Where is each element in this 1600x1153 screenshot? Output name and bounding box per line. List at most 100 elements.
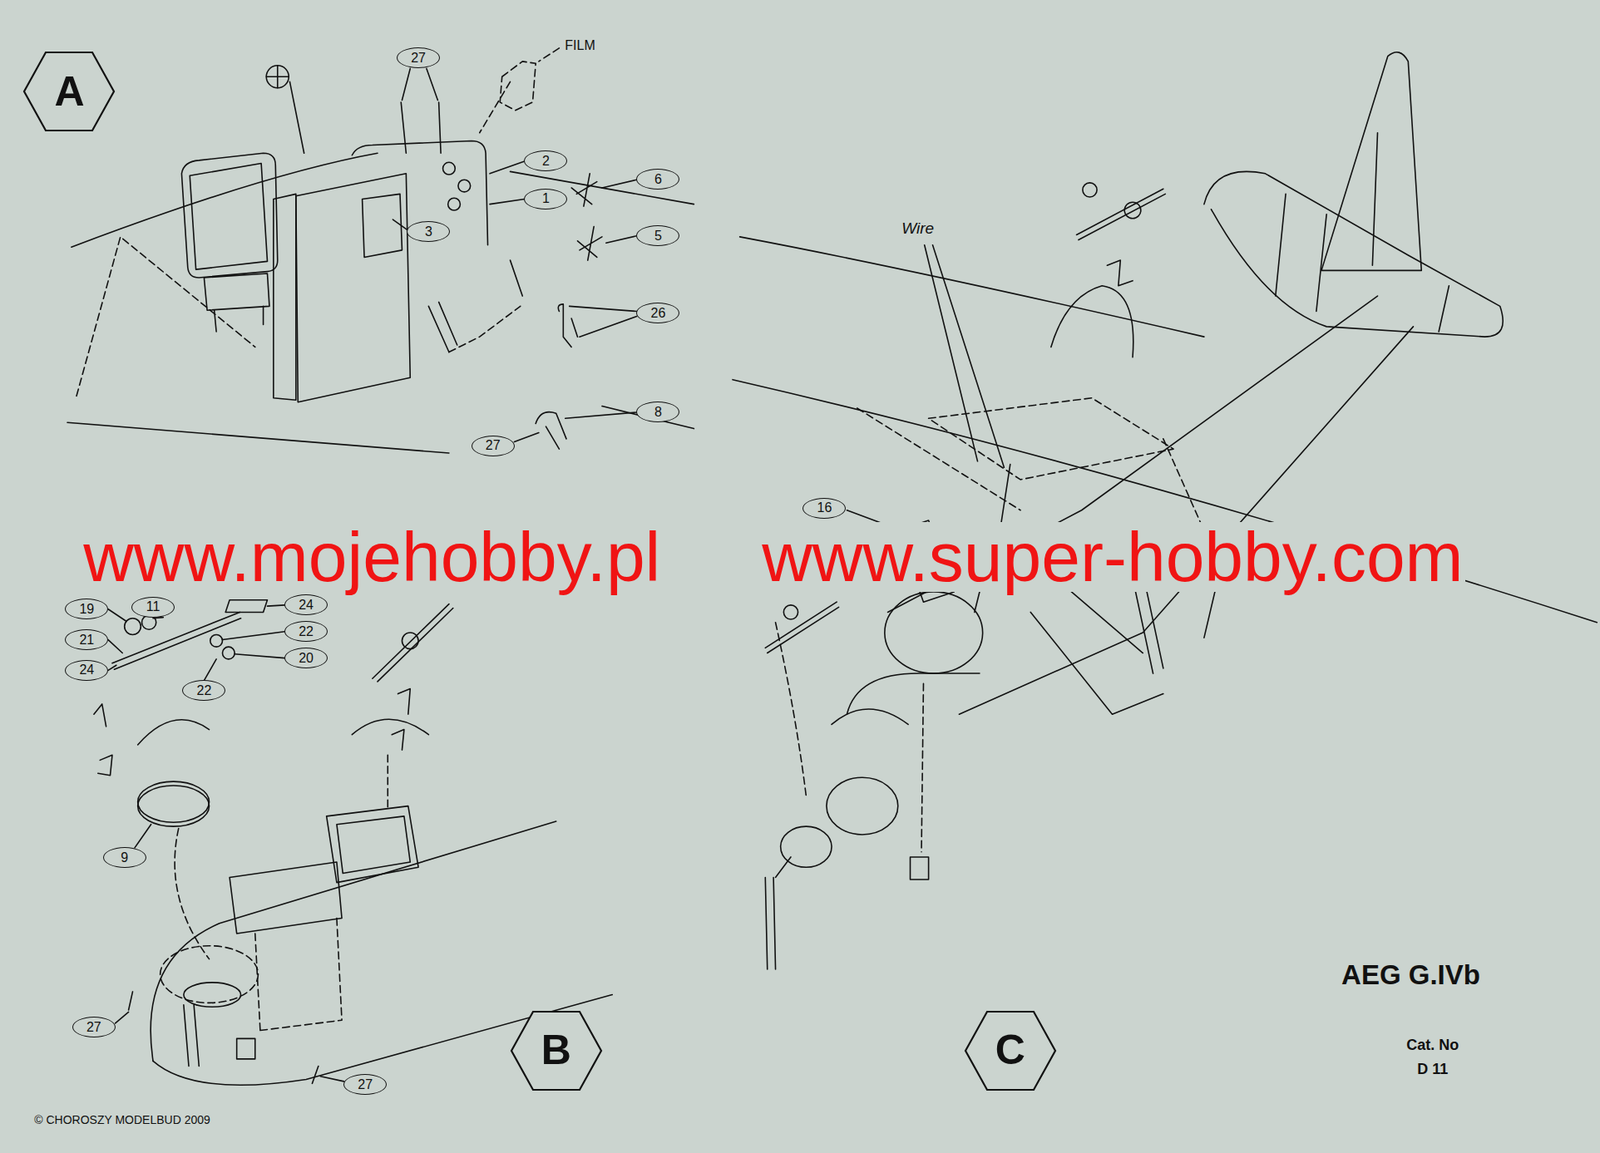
- label-text: AEG G.IVb: [1339, 961, 1482, 989]
- callout-number: 11: [131, 597, 175, 618]
- gun-ring: [138, 785, 210, 827]
- leader-line: [234, 654, 285, 659]
- callout-number: 9: [103, 847, 147, 869]
- placement-arrow: [386, 755, 389, 811]
- ring-arc: [138, 720, 210, 746]
- placement-arrow: [921, 683, 924, 852]
- callout-text: 22: [197, 683, 213, 699]
- cockpit-assembly: [67, 48, 694, 454]
- mount-bracket: [1106, 260, 1133, 287]
- label-text: Wire: [899, 220, 936, 237]
- sight-plate: [225, 600, 267, 613]
- mirror-post: [765, 857, 791, 970]
- ammo-drum: [124, 618, 142, 636]
- callout-number: 20: [284, 647, 328, 669]
- callout-text: 27: [357, 1077, 373, 1093]
- stabilizer: [1204, 171, 1503, 337]
- step-hexagon: C: [963, 1010, 1057, 1092]
- callout-number: 6: [636, 168, 680, 190]
- callout-text: 27: [485, 438, 501, 454]
- pilot-cockpit: [229, 862, 342, 934]
- leader-line: [115, 1012, 129, 1023]
- ring-arc: [351, 719, 429, 735]
- cockpit-wall: [273, 193, 297, 400]
- machine-gun: [765, 602, 839, 653]
- hexagon-outline: [511, 1012, 602, 1091]
- machine-gun: [112, 612, 242, 670]
- callout-number: 27: [471, 435, 515, 457]
- instrument-dial: [443, 162, 456, 175]
- leader-line: [203, 659, 217, 682]
- callout-text: 2: [542, 153, 550, 169]
- callout-number: 16: [802, 498, 846, 519]
- ammo-drum: [1082, 182, 1097, 198]
- callout-text: 3: [424, 224, 433, 240]
- callout-number: 2: [523, 150, 568, 172]
- windscreen-frame: [189, 163, 267, 271]
- leader-line: [134, 824, 152, 849]
- leader-line: [320, 1076, 344, 1082]
- leader-line: [538, 48, 560, 62]
- gun-sight: [210, 634, 223, 647]
- callout-number: 24: [64, 660, 109, 682]
- callout-text: 6: [654, 172, 662, 188]
- leader-line: [569, 306, 638, 337]
- nose-outline: [846, 673, 980, 715]
- callout-number: 27: [396, 47, 440, 69]
- label-text: D 11: [1415, 1061, 1450, 1077]
- gun-post: [183, 1005, 199, 1067]
- cockpit-box: [296, 173, 410, 403]
- ring-arc: [831, 709, 909, 725]
- callout-number: 26: [636, 302, 680, 324]
- placement-arrow: [479, 81, 511, 133]
- stabilizer-ribs: [1275, 193, 1450, 332]
- lever-part: [577, 227, 603, 261]
- callout-text: 27: [410, 50, 426, 66]
- hexagon-outline: [965, 1012, 1056, 1091]
- leader-line: [565, 412, 638, 419]
- hexagon-outline: [24, 52, 114, 131]
- seat-legs: [214, 306, 264, 332]
- callout-number: 5: [636, 225, 680, 247]
- callout-text: 21: [79, 632, 94, 648]
- callout-text: 8: [654, 404, 662, 420]
- leader-line: [266, 605, 285, 607]
- callout-number: 24: [284, 594, 328, 616]
- airframe-assembly: [732, 52, 1597, 970]
- leader-line: [602, 179, 638, 188]
- lever-part: [571, 173, 598, 207]
- wing-edge: [740, 237, 1205, 337]
- strut: [1030, 592, 1164, 715]
- gunner-cockpit: [326, 806, 419, 884]
- leader-line: [222, 632, 285, 641]
- label-text: © CHOROSZY MODELBUD 2009: [32, 1114, 213, 1126]
- fuselage-line: [67, 422, 450, 454]
- step-letter: A: [54, 69, 84, 115]
- callout-text: 24: [79, 662, 94, 678]
- callout-number: 21: [64, 629, 109, 651]
- leader-line: [392, 219, 407, 230]
- stick-part: [428, 260, 523, 352]
- hidden-outline: [255, 918, 342, 1032]
- callout-text: 22: [298, 624, 314, 640]
- callout-number: 1: [523, 188, 568, 210]
- step-hexagon: A: [22, 50, 116, 133]
- callout-number: 8: [636, 401, 680, 423]
- callout-text: 19: [79, 602, 94, 618]
- leader-line: [401, 68, 438, 100]
- callout-number: 3: [406, 221, 450, 242]
- leader-line: [108, 665, 117, 671]
- callout-number: 27: [343, 1074, 387, 1096]
- ring-arc: [1051, 286, 1134, 358]
- ammo-drum: [401, 632, 419, 650]
- callout-text: 20: [298, 651, 314, 667]
- rudder: [1321, 52, 1422, 272]
- watermark: www.super-hobby.com: [760, 522, 1465, 593]
- leader-line: [606, 236, 638, 244]
- pin-part: [400, 102, 441, 154]
- step-letter: C: [995, 1027, 1026, 1074]
- callout-text: 24: [298, 597, 314, 613]
- instrument-frame: [351, 141, 488, 246]
- rudder-post: [1372, 133, 1378, 267]
